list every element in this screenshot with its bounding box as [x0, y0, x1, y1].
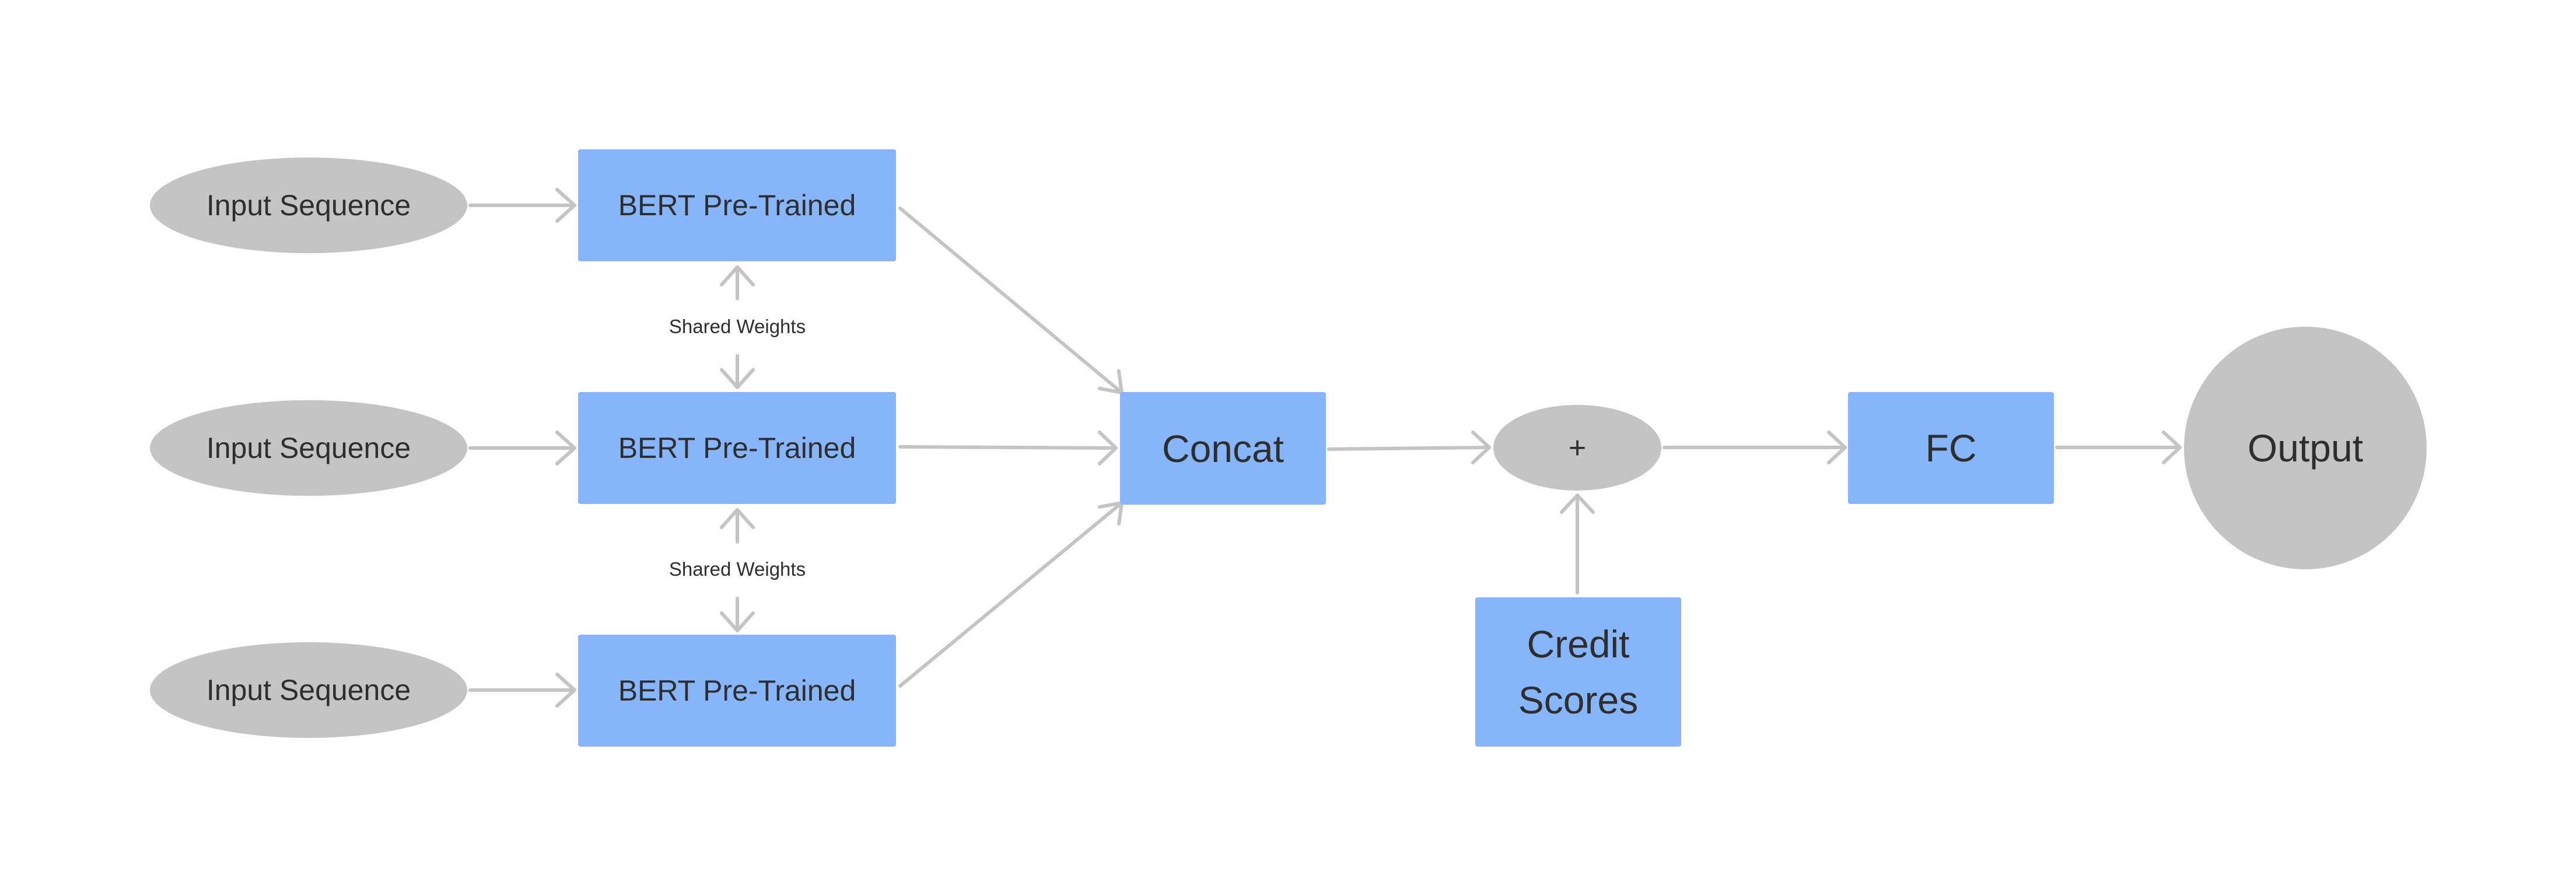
arrow-input1-to-bert1: [468, 188, 576, 223]
concat-label: Concat: [1161, 426, 1284, 470]
credit-scores-node: Credit Scores: [1475, 597, 1681, 747]
bert-pretrained-node-1: BERT Pre-Trained: [578, 149, 896, 261]
arrow-input3-to-bert3: [468, 673, 576, 708]
bert-pretrained-label: BERT Pre-Trained: [618, 432, 856, 464]
bert-pretrained-label: BERT Pre-Trained: [618, 674, 856, 707]
bert-pretrained-label: BERT Pre-Trained: [618, 189, 856, 222]
bert-pretrained-node-3: BERT Pre-Trained: [578, 635, 896, 747]
arrow-input2-to-bert2: [468, 430, 576, 466]
plus-label: +: [1568, 430, 1587, 465]
shared-weights-label-2: Shared Weights: [668, 558, 806, 580]
shared-weights-label-1: Shared Weights: [668, 316, 806, 337]
arrow-bert3-to-concat: [898, 501, 1124, 688]
arrow-credit-to-plus: [1560, 494, 1595, 594]
arrow-concat-to-plus: [1327, 430, 1491, 464]
input-sequence-node-2: Input Sequence: [150, 400, 467, 496]
arrow-bert2-to-concat: [898, 430, 1118, 466]
arrow-plus-to-fc: [1662, 430, 1847, 464]
bert-pretrained-node-2: BERT Pre-Trained: [578, 392, 896, 504]
arrow-shared-down-1: [720, 354, 755, 389]
output-label: Output: [2247, 426, 2364, 470]
combine-plus-node: +: [1493, 405, 1661, 491]
credit-scores-label: Credit Scores: [1518, 622, 1639, 722]
input-sequence-node-3: Input Sequence: [150, 642, 467, 738]
input-sequence-node-1: Input Sequence: [150, 158, 467, 253]
fc-label: FC: [1925, 426, 1977, 470]
arrow-shared-up-1: [720, 265, 755, 300]
input-sequence-label: Input Sequence: [206, 189, 411, 222]
fc-node: FC: [1848, 392, 2054, 504]
concat-node: Concat: [1120, 392, 1326, 505]
arrow-shared-down-2: [720, 597, 755, 632]
input-sequence-label: Input Sequence: [206, 674, 411, 706]
output-node: Output: [2184, 327, 2427, 569]
input-sequence-label: Input Sequence: [206, 432, 411, 464]
arrow-shared-up-2: [720, 508, 755, 544]
arrow-fc-to-output: [2055, 430, 2182, 464]
arrow-bert1-to-concat: [898, 206, 1124, 394]
